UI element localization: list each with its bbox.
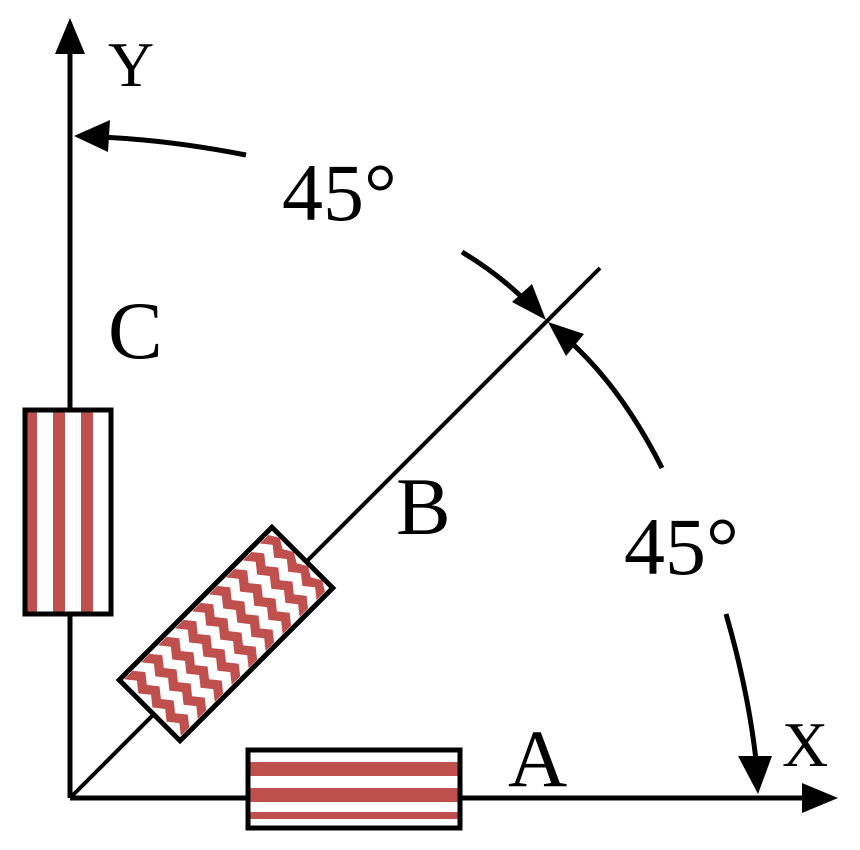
x-axis-arrowhead <box>802 783 838 813</box>
y-axis-label: Y <box>108 29 154 100</box>
lower-arc-arrowhead-x <box>738 756 772 794</box>
gauge-a <box>245 747 463 831</box>
gauge-c <box>22 407 114 617</box>
lower-arc-arrowhead-diag <box>548 322 584 356</box>
gauge-c-label: C <box>108 285 163 376</box>
gauge-b-label: B <box>396 461 451 552</box>
upper-angle-arc <box>99 134 247 158</box>
upper-arc-arrowhead-diag <box>512 284 546 320</box>
x-axis-label: X <box>782 709 828 780</box>
upper-arc-arrowhead-y <box>74 120 110 152</box>
upper-angle-label: 45° <box>282 147 397 238</box>
gauge-b <box>115 523 337 745</box>
lower-angle-label: 45° <box>624 501 739 592</box>
lower-angle-arc-lower-segment <box>723 613 759 761</box>
y-axis-arrowhead <box>55 18 85 54</box>
upper-angle-arc-lower-segment <box>460 249 530 305</box>
lower-angle-arc <box>564 336 665 470</box>
gauge-a-label: A <box>508 713 567 804</box>
